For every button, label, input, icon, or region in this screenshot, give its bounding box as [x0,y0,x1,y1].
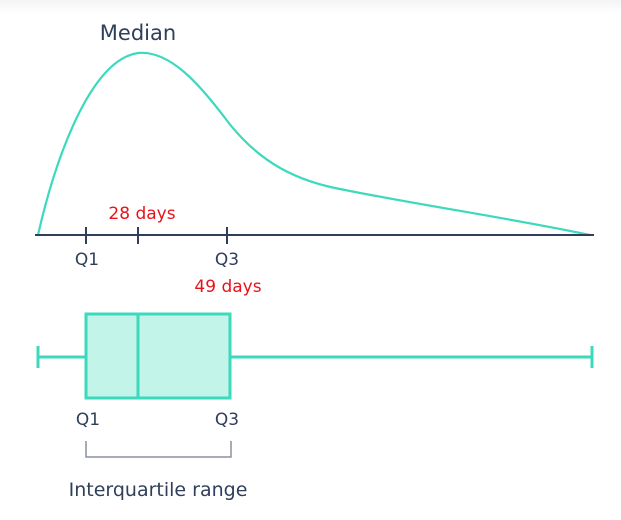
box-q1-label: Q1 [76,410,100,430]
iqr-bracket [85,441,232,458]
iqr-label: Interquartile range [69,479,248,501]
median-title: Median [100,21,176,45]
iqr-box [84,312,232,400]
density-q3-label: Q3 [215,250,239,270]
density-curve [36,51,592,237]
density-q1-label: Q1 [75,250,99,270]
q3-value-label: 49 days [194,277,261,297]
median-value-label: 28 days [108,204,175,224]
box-q3-label: Q3 [215,410,239,430]
